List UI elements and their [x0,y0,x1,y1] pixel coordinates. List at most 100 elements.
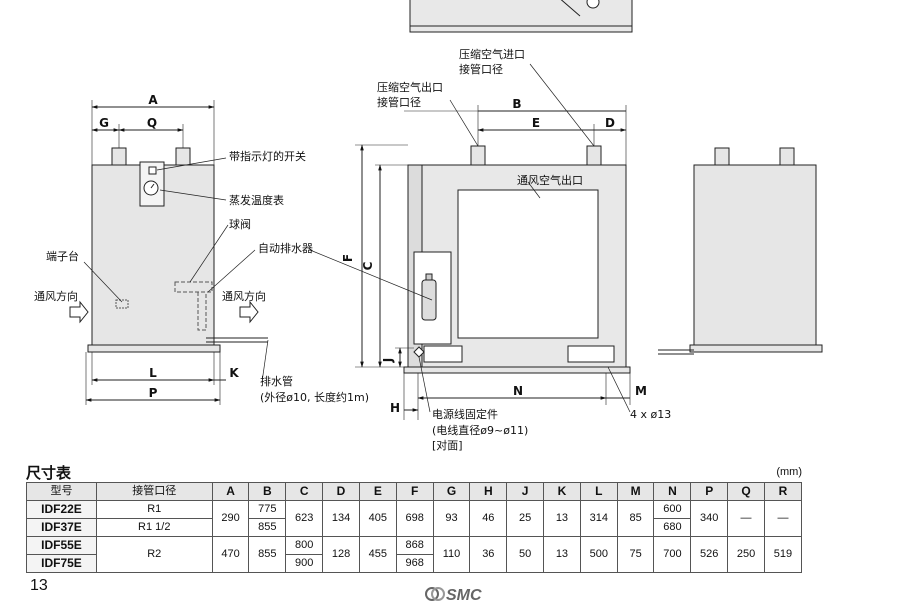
header-G: G [432,482,471,501]
label-switch: 带指示灯的开关 [229,149,306,163]
smc-logo: SMC [425,587,482,604]
label-drain-pipe-spec: (外径ø10, 长度约1m) [260,390,369,404]
header-F: F [395,482,434,501]
table-header-row: 型号 接管口径 A B C D E F G H J K L M N P Q R [26,482,803,501]
cell-P: 340 [690,500,729,537]
header-P: P [690,482,729,501]
label-auto-drain: 自动排水器 [258,241,313,255]
dim-C: C [361,261,375,270]
header-port: 接管口径 [95,482,213,501]
cell-C: 623 [285,500,324,537]
header-C: C [285,482,324,501]
header-K: K [543,482,581,501]
dim-B: B [512,97,521,111]
header-model: 型号 [26,482,97,501]
right-side-view [658,147,823,355]
cell-port: R1 1/2 [95,518,213,537]
top-partial-view [409,0,633,33]
header-R: R [763,482,803,501]
cell-F: 968 [395,554,434,573]
cell-E: 455 [358,536,397,573]
cell-model: IDF22E [26,500,97,519]
dim-D: D [605,116,615,130]
table-row: IDF22E R1 290 775 623 134 405 698 93 46 … [26,500,803,537]
dim-A: A [148,93,158,107]
cell-Q: — [727,500,765,537]
cell-C: 900 [285,554,324,573]
table-row: IDF75E 900 968 [26,554,802,573]
cell-F: 868 [395,536,434,555]
cell-F: 698 [395,500,434,537]
header-A: A [211,482,250,501]
cell-C: 800 [285,536,324,555]
cell-P: 526 [690,536,729,573]
label-opposite: [对面] [432,438,463,452]
cell-Q: 250 [727,536,765,573]
cell-port: R1 [95,500,213,519]
dim-J: J [381,358,395,363]
dim-K: K [229,366,239,380]
cell-L: 500 [579,536,618,573]
header-L: L [579,482,618,501]
cell-A: 290 [211,500,250,537]
dim-Q: Q [147,116,157,130]
cell-K: 13 [543,536,581,573]
cell-N: 680 [653,518,692,537]
cell-N: 600 [653,500,692,519]
label-holes: 4 x ø13 [630,408,671,421]
header-N: N [653,482,692,501]
dim-E: E [532,116,540,130]
cell-B: 775 [248,500,287,519]
table-title: 尺寸表 [26,465,72,482]
cell-K: 13 [543,500,581,537]
brand-text: SMC [446,587,482,604]
cell-port: R2 [95,536,213,573]
cell-M: 85 [616,500,655,537]
label-airflow-right: 通风方向 [222,289,266,303]
cell-R: 519 [763,536,803,573]
dimension-table: 型号 接管口径 A B C D E F G H J K L M N P Q R … [26,482,803,573]
dim-M: M [635,384,647,398]
cell-B: 855 [248,518,287,537]
cell-H: 36 [469,536,508,573]
cell-N: 700 [653,536,692,573]
dim-F: F [341,254,355,262]
left-side-view [69,100,269,405]
label-terminal: 端子台 [46,249,79,263]
table-row: IDF37E R1 1/2 855 680 [26,518,802,537]
header-D: D [322,482,360,501]
table-row: IDF55E R2 470 855 800 128 455 868 110 36… [26,536,803,573]
dim-P: P [149,386,158,400]
cell-R: — [763,500,803,537]
cell-H: 46 [469,500,508,537]
header-E: E [358,482,397,501]
table-unit: (mm) [776,466,802,478]
header-J: J [506,482,545,501]
dim-G: G [99,116,109,130]
cell-G: 110 [432,536,471,573]
label-air-out-2: 接管口径 [377,95,421,109]
cell-A: 470 [211,536,250,573]
cell-D: 134 [322,500,360,537]
cell-J: 25 [506,500,545,537]
cell-E: 405 [358,500,397,537]
label-thermometer: 蒸发温度表 [229,193,284,207]
dim-H: H [390,401,400,415]
label-cable-fix: 电源线固定件 [432,407,498,421]
page-number: 13 [30,577,48,594]
dim-L: L [149,366,157,380]
label-air-out-1: 压缩空气出口 [377,80,443,94]
dim-N: N [513,384,523,398]
label-air-in-1: 压缩空气进口 [459,47,525,61]
header-B: B [248,482,287,501]
label-ball-valve: 球阀 [229,217,251,231]
header-M: M [616,482,655,501]
cell-G: 93 [432,500,471,537]
cell-L: 314 [579,500,618,537]
front-view [309,63,631,420]
header-H: H [469,482,508,501]
label-cable-dia: (电线直径ø9~ø11) [432,423,528,437]
cell-B: 855 [248,536,287,573]
technical-drawing: A G Q L P K B E D F C J N M H 带指示灯的开关 蒸发… [34,0,823,452]
cell-J: 50 [506,536,545,573]
